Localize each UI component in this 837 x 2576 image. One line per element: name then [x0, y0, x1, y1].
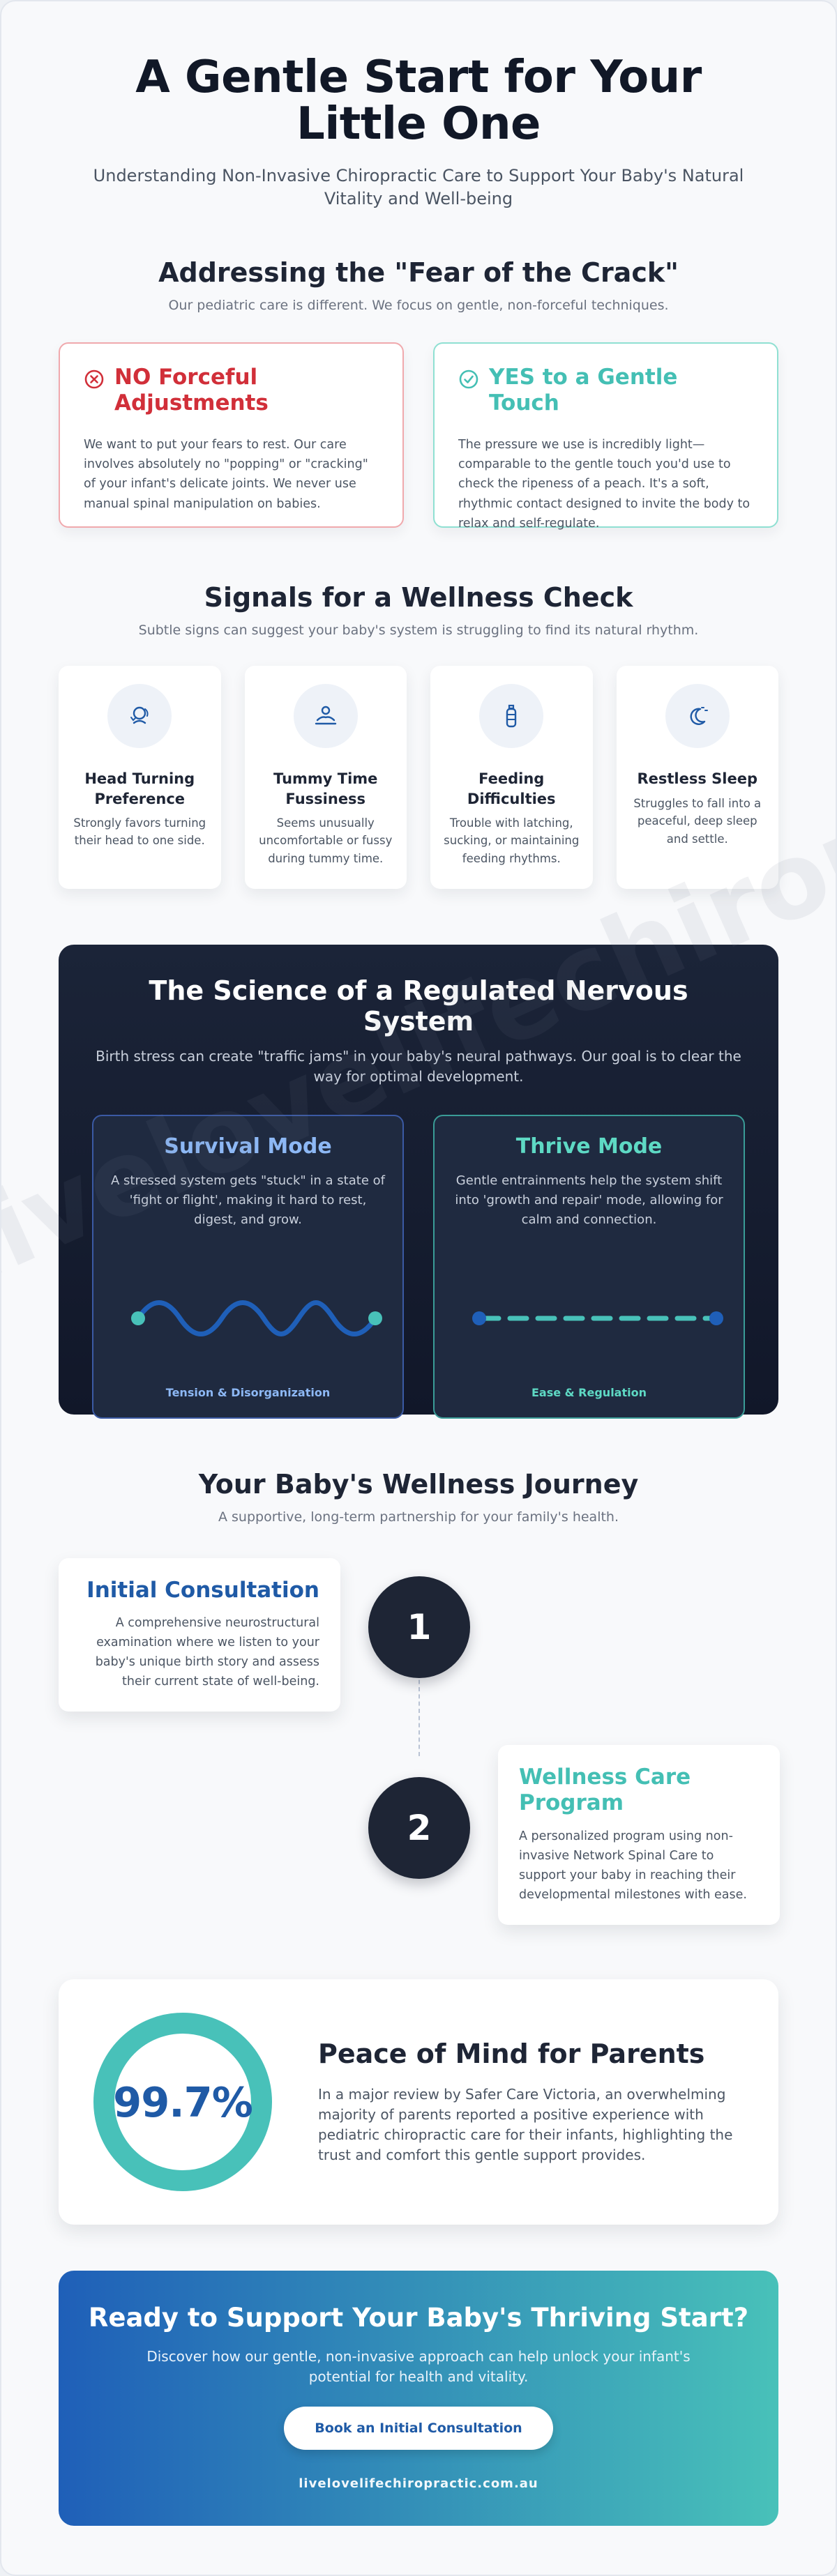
thrive-mode-card: Thrive Mode Gentle entrainments help the…: [433, 1115, 745, 1419]
stat-ring: 99.7%: [93, 2013, 272, 2192]
gentle-touch-heading: YES to a Gentle Touch: [458, 365, 753, 416]
head-turn-icon: [130, 706, 149, 724]
page-title: A Gentle Start for Your Little One: [135, 52, 702, 151]
signal-title: Feeding Difficulties: [467, 770, 556, 807]
signal-cards: Head Turning Preference Strongly favors …: [1, 666, 836, 890]
fear-subtitle: Our pediatric care is different. We focu…: [168, 298, 669, 314]
cta-text: Discover how our gentle, non-invasive ap…: [146, 2348, 691, 2386]
tummy-time-baby-icon: [315, 706, 336, 725]
signals-header: Signals for a Wellness Check Subtle sign…: [1, 582, 836, 638]
stat-text-block: Peace of Mind for Parents In a major rev…: [318, 2038, 744, 2165]
signal-title: Head Turning Preference: [84, 770, 195, 807]
signal-card-feeding: Feeding Difficulties Trouble with latchi…: [430, 666, 593, 890]
fear-title: Addressing the "Fear of the Crack": [158, 257, 679, 289]
cta-section: Ready to Support Your Baby's Thriving St…: [59, 2271, 778, 2527]
stat-value: 99.7%: [113, 2078, 253, 2126]
step-text: A comprehensive neurostructural examinat…: [95, 1616, 319, 1689]
step-card-initial-consultation: Initial Consultation A comprehensive neu…: [59, 1558, 340, 1712]
signal-icon-wrap: [107, 684, 172, 749]
signals-section: Signals for a Wellness Check Subtle sign…: [1, 582, 836, 890]
step-text: A personalized program using non-invasiv…: [519, 1829, 747, 1902]
gentle-touch-text: The pressure we use is incredibly light—…: [458, 437, 751, 531]
cta-title: Ready to Support Your Baby's Thriving St…: [88, 2303, 749, 2333]
moon-sleep-icon: [690, 707, 708, 726]
check-circle-icon: [459, 369, 478, 389]
tangled-pathway-graphic: [131, 1300, 382, 1337]
timeline-connector: [418, 1666, 420, 1757]
signal-text: Trouble with latching, sucking, or maint…: [444, 816, 580, 865]
survival-title: Survival Mode: [164, 1134, 332, 1159]
fear-section: Addressing the "Fear of the Crack" Our p…: [1, 257, 836, 531]
no-force-card: NO Forceful Adjustments We want to put y…: [59, 342, 404, 528]
baby-bottle-icon: [506, 705, 517, 728]
signal-icon-wrap: [293, 684, 358, 749]
stat-section: 99.7% Peace of Mind for Parents In a maj…: [59, 1979, 778, 2225]
signal-icon-wrap: [665, 684, 730, 749]
hero: A Gentle Start for Your Little One Under…: [1, 1, 836, 210]
no-force-title: NO Forceful Adjustments: [114, 365, 269, 416]
signal-text: Struggles to fall into a peaceful, deep …: [633, 796, 762, 846]
thrive-title: Thrive Mode: [515, 1134, 663, 1159]
gentle-touch-card: YES to a Gentle Touch The pressure we us…: [433, 342, 778, 531]
page-subtitle: Understanding Non-Invasive Chiropractic …: [93, 166, 744, 208]
no-force-heading: NO Forceful Adjustments: [84, 365, 379, 416]
signal-title: Tummy Time Fussiness: [273, 770, 378, 807]
step-number-badge: 1: [368, 1576, 470, 1679]
modes: Survival Mode A stressed system gets "st…: [92, 1115, 745, 1419]
signal-card-sleep: Restless Sleep Struggles to fall into a …: [616, 666, 778, 890]
survival-text: A stressed system gets "stuck" in a stat…: [111, 1173, 385, 1227]
step-card-wellness-program: Wellness Care Program A personalized pro…: [498, 1745, 780, 1926]
journey-subtitle: A supportive, long-term partnership for …: [218, 1509, 619, 1525]
gentle-touch-title: YES to a Gentle Touch: [489, 365, 678, 416]
step-title: Initial Consultation: [86, 1578, 319, 1603]
survival-mode-card: Survival Mode A stressed system gets "st…: [92, 1115, 404, 1419]
science-title: The Science of a Regulated Nervous Syste…: [149, 975, 688, 1037]
no-force-text: We want to put your fears to rest. Our c…: [84, 437, 368, 511]
science-subtitle: Birth stress can create "traffic jams" i…: [96, 1048, 741, 1085]
fear-cards: NO Forceful Adjustments We want to put y…: [1, 342, 836, 531]
thrive-label: Ease & Regulation: [531, 1386, 647, 1400]
thrive-text: Gentle entrainments help the system shif…: [455, 1173, 723, 1227]
journey-section: Your Baby's Wellness Journey A supportiv…: [1, 1469, 836, 1979]
website-link[interactable]: livelovelifechiropractic.com.au: [299, 2476, 538, 2492]
signal-text: Seems unusually uncomfortable or fussy d…: [259, 816, 393, 865]
fear-header: Addressing the "Fear of the Crack" Our p…: [1, 257, 836, 313]
signal-card-head-turning: Head Turning Preference Strongly favors …: [59, 666, 221, 890]
journey-title: Your Baby's Wellness Journey: [198, 1469, 639, 1500]
step-title: Wellness Care Program: [519, 1765, 691, 1816]
stat-text: In a major review by Safer Care Victoria…: [318, 2086, 733, 2164]
journey-header: Your Baby's Wellness Journey A supportiv…: [1, 1469, 836, 1525]
stat-title: Peace of Mind for Parents: [318, 2038, 705, 2070]
survival-label: Tension & Disorganization: [165, 1386, 331, 1400]
signal-text: Strongly favors turning their head to on…: [73, 816, 206, 848]
signal-icon-wrap: [479, 684, 544, 749]
signals-subtitle: Subtle signs can suggest your baby's sys…: [138, 623, 699, 639]
journey-timeline: Initial Consultation A comprehensive neu…: [1, 1551, 836, 1979]
signal-card-tummy-time: Tummy Time Fussiness Seems unusually unc…: [244, 666, 407, 890]
x-circle-icon: [84, 369, 104, 389]
signals-title: Signals for a Wellness Check: [204, 582, 633, 613]
clear-pathway-graphic: [472, 1311, 723, 1326]
book-consultation-button[interactable]: Book an Initial Consultation: [284, 2407, 553, 2451]
step-number-badge: 2: [368, 1777, 470, 1880]
science-section: The Science of a Regulated Nervous Syste…: [59, 945, 778, 1419]
signal-title: Restless Sleep: [637, 770, 758, 788]
